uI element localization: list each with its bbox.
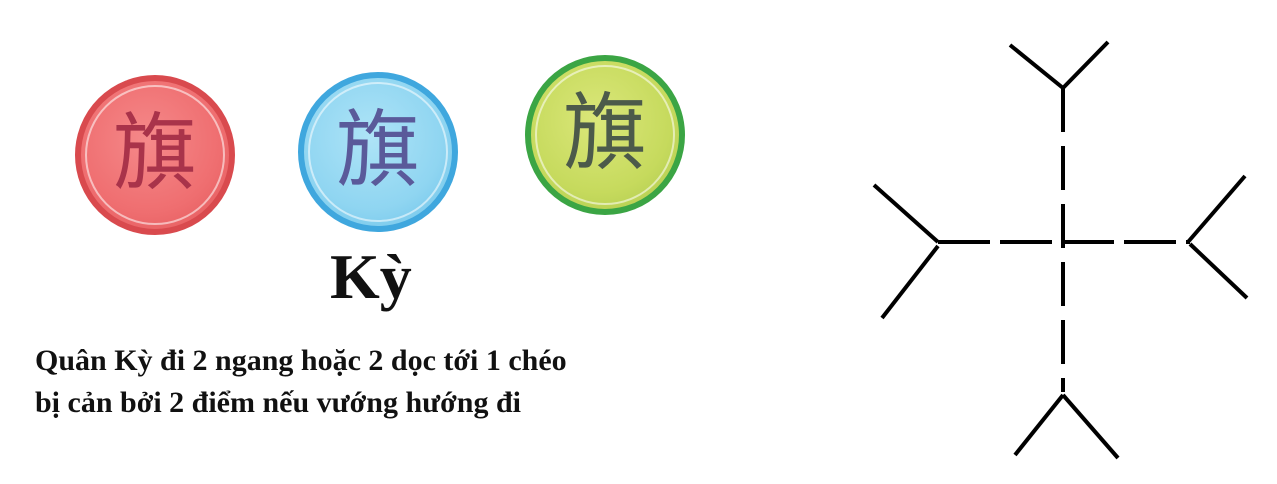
description-line-1: Quân Kỳ đi 2 ngang hoặc 2 dọc tới 1 chéo <box>35 344 567 377</box>
right-fork-top <box>1186 174 1247 244</box>
bottom-fork-left <box>1013 393 1065 457</box>
top-fork-left <box>1008 43 1065 90</box>
move-pattern-diagram <box>872 40 1249 460</box>
right-fork-bottom <box>1188 242 1249 300</box>
left-fork-top <box>872 183 940 244</box>
piece-glyph: 旗 <box>562 84 647 182</box>
piece-name-heading: Kỳ <box>330 241 412 312</box>
bottom-fork-right <box>1061 393 1120 460</box>
left-fork-bottom <box>880 244 940 320</box>
top-fork-right <box>1061 40 1110 90</box>
red-flag-piece: 旗 <box>75 75 235 235</box>
description-line-2: bị cản bởi 2 điểm nếu vướng hướng đi <box>35 386 521 419</box>
blue-flag-piece: 旗 <box>298 72 458 232</box>
piece-glyph: 旗 <box>335 101 420 199</box>
green-flag-piece: 旗 <box>525 55 685 215</box>
piece-glyph: 旗 <box>112 104 197 202</box>
